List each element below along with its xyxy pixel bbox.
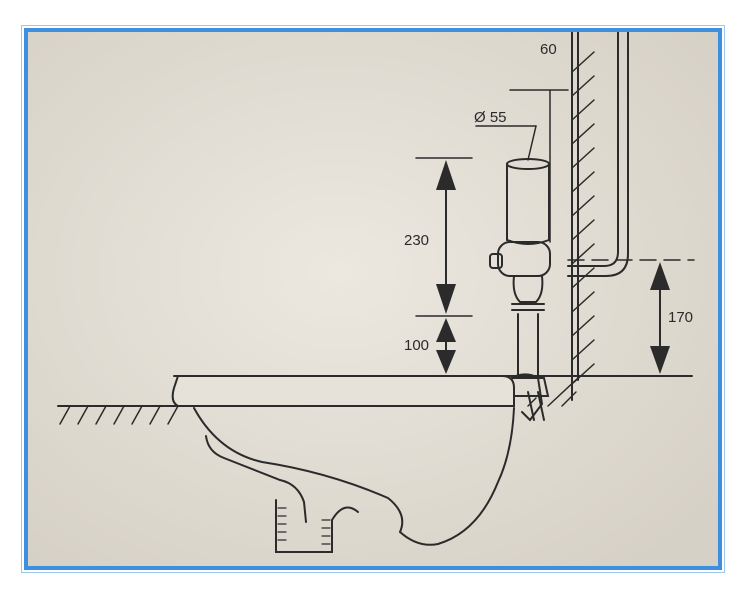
label-pipe-height: 100 [404, 337, 429, 354]
ground-hatching-left [59, 405, 179, 425]
supply-pipe-outer [567, 32, 619, 267]
arrow-100-top [436, 318, 456, 342]
arrow-170-top [650, 262, 670, 290]
diameter-leader [527, 125, 537, 161]
ground-hatching-right [527, 377, 579, 407]
arrow-230-top [436, 160, 456, 190]
arrow-170-bottom [650, 346, 670, 374]
label-valve-height: 230 [404, 232, 429, 249]
label-valve-diameter: Ø 55 [474, 109, 507, 126]
dim-230 [415, 157, 473, 317]
label-wall-offset: 60 [540, 41, 557, 58]
drain-trap-ribs [277, 507, 331, 545]
arrow-100-bottom [436, 350, 456, 374]
technical-drawing: 60 Ø 55 230 100 170 [21, 25, 725, 573]
toilet-installation-diagram: 60 Ø 55 230 100 170 [28, 32, 718, 566]
arrow-230-bottom [436, 284, 456, 314]
supply-pipe-inner [567, 32, 629, 277]
flush-valve [489, 158, 551, 397]
paper-background [28, 32, 718, 566]
toilet-pan [171, 373, 545, 553]
label-supply-height: 170 [668, 309, 693, 326]
